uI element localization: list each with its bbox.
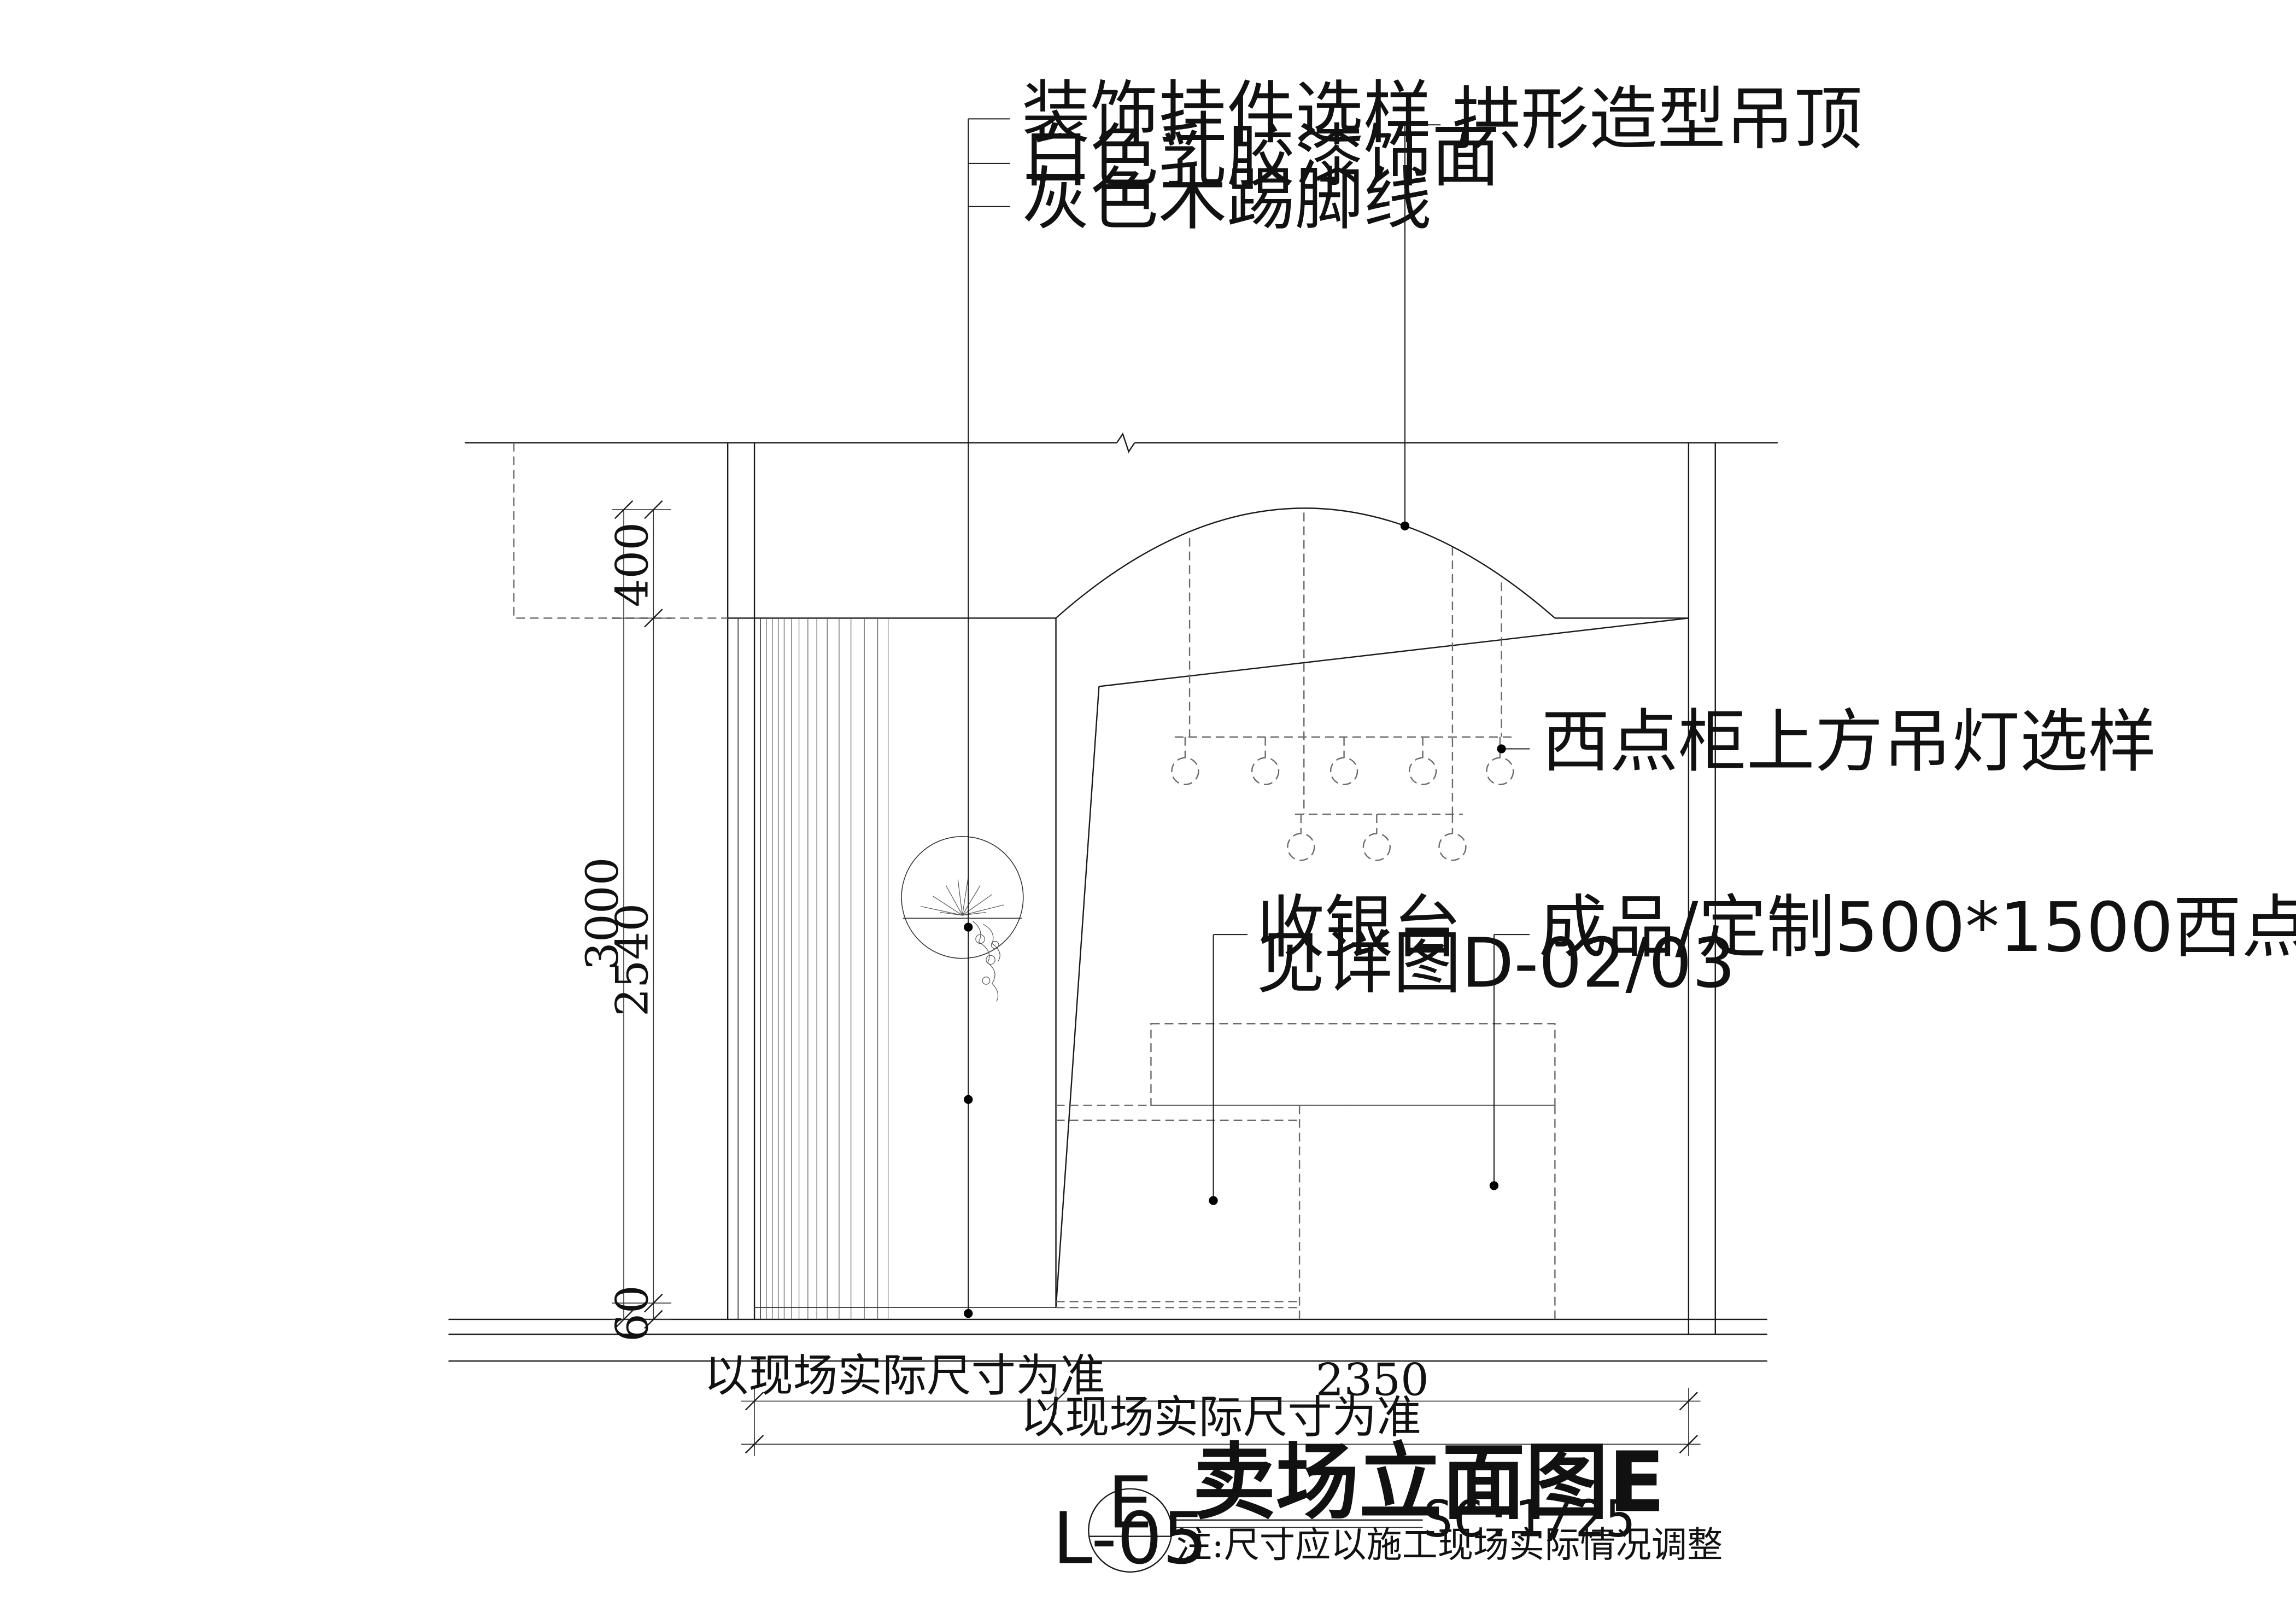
callout-pastry-cabinet: 成品/定制500*1500西点柜 [1538, 888, 2296, 967]
leader-main-vertical [964, 119, 1010, 1318]
dim-width-total: 以现场实际尺寸为准 [1020, 1391, 1421, 1443]
ceiling-line [465, 434, 1778, 452]
plant-pendant-decor [901, 837, 1023, 1002]
title-tag-letter: E [1108, 1461, 1152, 1544]
pendant-lamp-row-lower [1287, 814, 1466, 860]
leader-arched-ceiling [1400, 125, 1440, 531]
dim-width-right: 2350 [1316, 1354, 1429, 1406]
leader-pendant-lights [1497, 744, 1530, 753]
cashier-counter [1056, 1106, 1300, 1319]
plant-icon [921, 877, 1004, 1001]
right-wall [1689, 443, 1715, 1334]
horizontal-dimension-lines [741, 1388, 1701, 1456]
dim-height-skirting: 60 [606, 1285, 658, 1342]
pendant-lights [1172, 512, 1513, 860]
vertical-dimension-lines [612, 501, 671, 1329]
slat-wall [738, 618, 888, 1319]
title-block [1088, 1489, 1422, 1572]
leader-pastry-cabinet [1489, 934, 1530, 1190]
callout-decor-pendant: 装饰挂件选样 [1022, 74, 1432, 153]
callout-grey-skirting: 灰色木踢脚线 [1022, 160, 1432, 239]
arched-ceiling [728, 508, 1689, 1307]
dim-height-ceiling-drop: 400 [606, 522, 658, 607]
dim-height-total: 3000 [577, 857, 629, 970]
title-tag-sheet: L-05 [1053, 1497, 1208, 1580]
pendant-lamp-row-upper [1172, 737, 1513, 785]
pastry-cabinet [1151, 1024, 1555, 1319]
callout-cashier-detail-ref: 见详图D-02/03 [1256, 924, 1735, 1003]
drawing-title: 卖场立面图E [1193, 1434, 1666, 1530]
dim-height-wall: 2540 [606, 903, 658, 1017]
leader-cashier [1209, 934, 1247, 1205]
callout-arched-ceiling: 拱形造型吊顶 [1452, 80, 1862, 159]
drawing-note: 注:尺寸应以施工现场实际情况调整 [1176, 1524, 1723, 1566]
callout-white-latex: 白色乳胶漆饰面 [1022, 117, 1500, 196]
callout-pendant-lights: 西点柜上方吊灯选样 [1542, 702, 2157, 781]
drawing-scale: SC:1/25 [1423, 1489, 1636, 1549]
left-wall [728, 443, 754, 1319]
dim-width-left: 以现场实际尺寸为准 [704, 1350, 1105, 1401]
callout-cashier-title: 收银台 [1256, 888, 1461, 967]
